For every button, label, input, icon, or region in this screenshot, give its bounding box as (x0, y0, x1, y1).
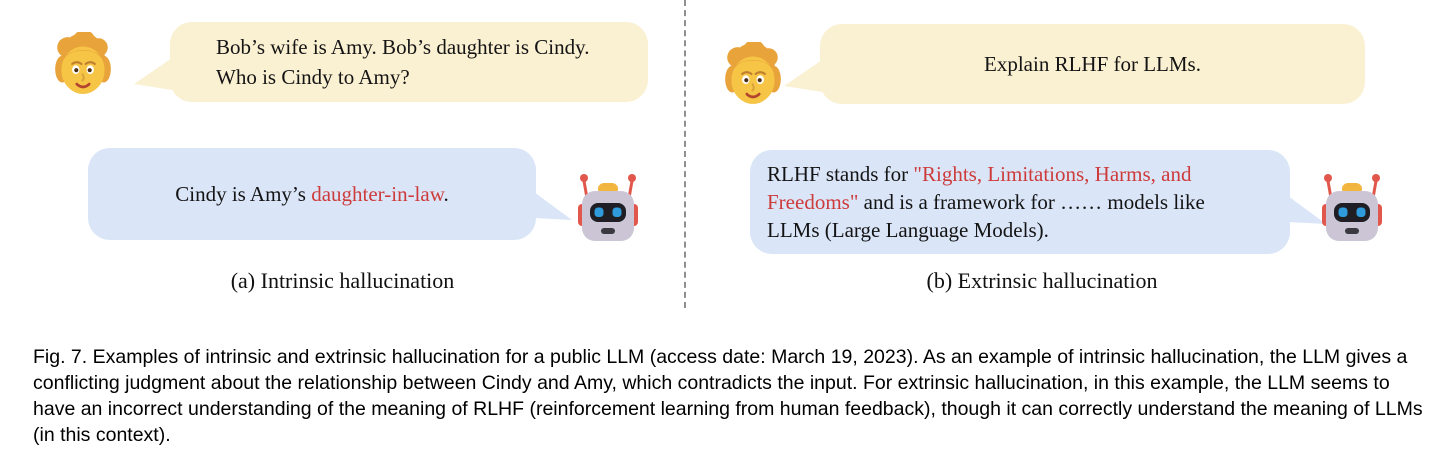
user-message-bubble-b: Explain RLHF for LLMs. (784, 24, 1365, 104)
bot-message-bubble-b: RLHF stands for "Rights, Limitations, Ha… (750, 150, 1326, 254)
speech-tail-right-icon (534, 192, 572, 226)
bot-message-bubble-a: Cindy is Amy’s daughter-in-law. (88, 148, 572, 240)
bot-text-prefix: RLHF stands for (767, 162, 914, 186)
robot-emoji (568, 166, 648, 246)
hallucinated-span: "Rights, Limitations, Harms, and Freedom… (767, 162, 1192, 214)
bot-text-suffix: and is a framework for …… models like LL… (767, 190, 1205, 242)
person-emoji (720, 39, 786, 108)
panel-b-caption: (b) Extrinsic hallucination (926, 268, 1158, 293)
speech-tail-left-icon (134, 58, 172, 92)
panel-a-caption: (a) Intrinsic hallucination (230, 268, 455, 293)
speech-tail-right-icon (1288, 196, 1326, 230)
speech-tail-left-icon (784, 60, 822, 94)
bot-text-prefix: Cindy is Amy’s (175, 182, 312, 206)
person-emoji (50, 29, 116, 98)
figure-caption: Fig. 7. Examples of intrinsic and extrin… (33, 346, 1423, 446)
panel-divider (684, 0, 686, 308)
bot-text-suffix: . (443, 182, 449, 206)
hallucinated-span: daughter-in-law (311, 182, 444, 206)
user-message-text: Bob’s wife is Amy. Bob’s daughter is Cin… (216, 35, 590, 89)
robot-emoji (1312, 166, 1392, 246)
bot-message-text: RLHF stands for "Rights, Limitations, Ha… (767, 160, 1245, 244)
bot-message-text: Cindy is Amy’s daughter-in-law. (175, 179, 449, 209)
user-message-bubble-a: Bob’s wife is Amy. Bob’s daughter is Cin… (134, 22, 648, 102)
user-message-text: Explain RLHF for LLMs. (984, 52, 1201, 76)
